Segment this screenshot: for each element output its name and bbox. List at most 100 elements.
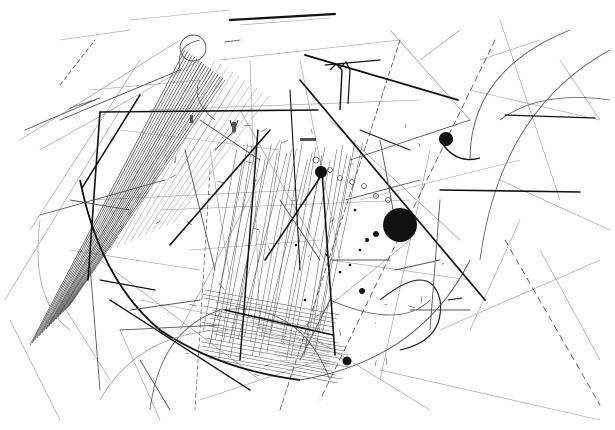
construction-line	[299, 239, 411, 331]
line-stroke	[59, 69, 181, 121]
tick-mark	[375, 360, 377, 366]
construction-line	[4, 109, 121, 301]
construction-line	[379, 149, 431, 381]
construction-line	[419, 29, 461, 61]
small-block	[190, 115, 193, 123]
small-ring	[327, 167, 333, 173]
hatch-line	[109, 59, 216, 251]
hatch-line	[69, 79, 226, 306]
bold-line	[81, 94, 141, 189]
tiny-dot	[358, 248, 362, 252]
hatch-line	[165, 91, 264, 227]
arc	[99, 329, 231, 401]
construction-line	[499, 179, 611, 231]
scribble-mark	[69, 97, 101, 109]
tick-mark	[421, 295, 423, 304]
hatch-line	[208, 357, 338, 384]
tiny-dot	[338, 270, 342, 274]
dashed-diagonal	[194, 169, 211, 411]
line-stroke	[39, 179, 166, 216]
hatch-line	[39, 56, 195, 336]
tiny-dot	[348, 263, 352, 267]
arc	[178, 39, 201, 71]
tick-mark	[282, 139, 289, 143]
construction-line	[469, 219, 521, 331]
arc	[149, 308, 331, 411]
small-dot	[365, 238, 369, 242]
line-stroke	[214, 129, 236, 151]
bold-line	[239, 129, 259, 361]
hatch-line	[144, 79, 246, 236]
construction-line	[219, 39, 401, 61]
construction-line	[499, 19, 561, 201]
hatch-line	[270, 347, 331, 360]
construction-line	[29, 59, 141, 231]
medium-dot	[439, 132, 453, 146]
scribble-mark	[447, 297, 463, 301]
construction-line	[129, 9, 231, 21]
construction-line	[479, 39, 541, 61]
line-stroke	[394, 259, 441, 271]
hatch-line	[67, 77, 224, 308]
small-ring	[349, 179, 355, 185]
tick-mark	[408, 305, 416, 308]
hatch-line	[172, 95, 270, 224]
line-stroke	[139, 359, 171, 411]
tick-mark	[264, 364, 270, 367]
hatch-line	[200, 353, 343, 380]
hatch-line	[270, 152, 313, 331]
hatch-line	[260, 148, 297, 338]
small-ring	[385, 197, 391, 203]
arc	[196, 79, 216, 121]
hatch-line	[205, 289, 341, 316]
hatch-line	[258, 159, 308, 357]
squiggle-mark	[329, 63, 343, 111]
hatch-line	[201, 293, 338, 320]
medium-dot	[315, 166, 327, 178]
line-stroke	[89, 264, 101, 391]
line-stroke	[119, 324, 221, 331]
hatch-line	[267, 343, 331, 358]
ring	[179, 34, 207, 62]
hatch-line	[244, 152, 278, 337]
small-block	[300, 138, 316, 141]
construction-line	[89, 189, 301, 201]
arc	[329, 299, 431, 316]
bold-line	[359, 129, 411, 151]
tiny-dot	[353, 208, 357, 212]
hatch-line	[57, 70, 214, 318]
construction-line	[249, 59, 261, 331]
construction-line	[379, 369, 601, 421]
hatch-line	[304, 149, 338, 355]
tick-mark	[218, 282, 225, 290]
hatch-line	[317, 156, 351, 332]
hatch-line	[116, 63, 222, 248]
hatch-line	[218, 145, 253, 360]
line-stroke	[129, 299, 201, 311]
hatch-line	[252, 323, 331, 348]
hatch-line	[264, 339, 331, 356]
construction-line	[439, 259, 601, 331]
bold-line	[504, 114, 596, 119]
tick-mark	[245, 161, 253, 164]
tick-mark	[252, 228, 260, 230]
small-dot	[373, 231, 379, 237]
line-stroke	[184, 149, 216, 271]
hatch-line	[255, 327, 331, 350]
hatch-line	[60, 72, 216, 315]
tick-mark	[167, 312, 169, 314]
hatch-line	[215, 301, 333, 328]
arc	[37, 219, 71, 331]
bold-line	[304, 54, 459, 101]
hatch-line	[204, 297, 337, 324]
tiny-dot	[325, 253, 329, 257]
tick-mark	[216, 312, 221, 319]
hatch-line	[250, 141, 282, 343]
bold-line	[169, 129, 271, 246]
hatch-line	[252, 149, 292, 356]
hatch-line	[29, 49, 186, 346]
tick-mark	[174, 156, 177, 164]
hatch-line	[36, 54, 193, 339]
tick-mark	[170, 174, 177, 179]
